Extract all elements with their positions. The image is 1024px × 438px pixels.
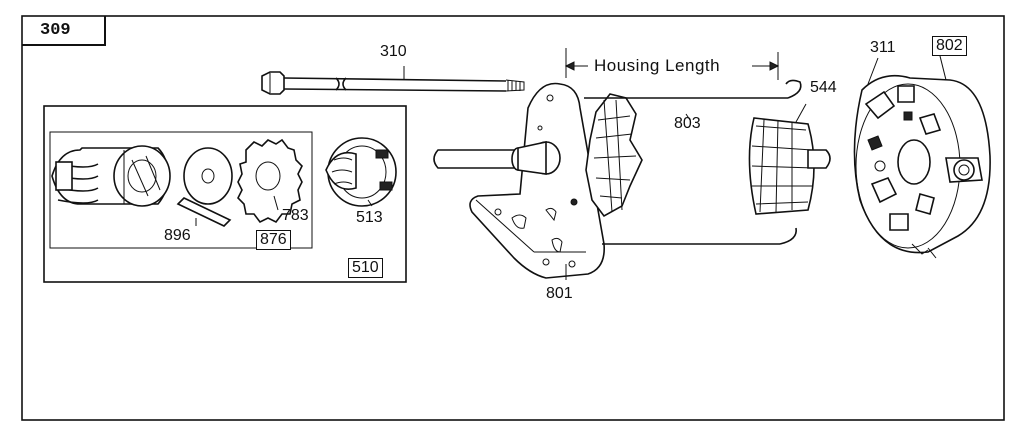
outer-frame bbox=[21, 15, 1005, 421]
label-key: 896 bbox=[164, 227, 191, 244]
end-cap bbox=[853, 55, 991, 259]
figure-number: 309 bbox=[22, 16, 106, 46]
label-clutch: 513 bbox=[356, 209, 383, 226]
clutch bbox=[325, 137, 397, 207]
drive-end-plate bbox=[469, 82, 605, 279]
commutator bbox=[748, 103, 831, 215]
washer bbox=[183, 147, 233, 205]
label-drive-assembly: 510 bbox=[348, 258, 383, 278]
housing-length-dimension bbox=[564, 48, 780, 80]
label-bolt: 310 bbox=[380, 43, 407, 60]
armature bbox=[585, 93, 643, 218]
motor-housing bbox=[584, 79, 802, 245]
label-armature: 803 bbox=[674, 115, 701, 132]
gear bbox=[237, 138, 303, 224]
label-gear: 783 bbox=[282, 207, 309, 224]
through-bolt bbox=[261, 66, 525, 95]
drive-assembly-box bbox=[43, 105, 407, 283]
kit-box bbox=[49, 131, 313, 249]
label-end-cap: 802 bbox=[932, 36, 967, 56]
drive-pinion bbox=[51, 145, 171, 207]
label-brush: 544 bbox=[810, 79, 837, 96]
key bbox=[176, 197, 232, 227]
label-kit: 876 bbox=[256, 230, 291, 250]
armature-shaft bbox=[433, 141, 561, 175]
label-drive-end-plate: 801 bbox=[546, 285, 573, 302]
label-housing-length: Housing Length bbox=[594, 56, 721, 75]
leader-lines bbox=[195, 113, 691, 280]
label-end-cap-screw: 311 bbox=[870, 39, 896, 56]
